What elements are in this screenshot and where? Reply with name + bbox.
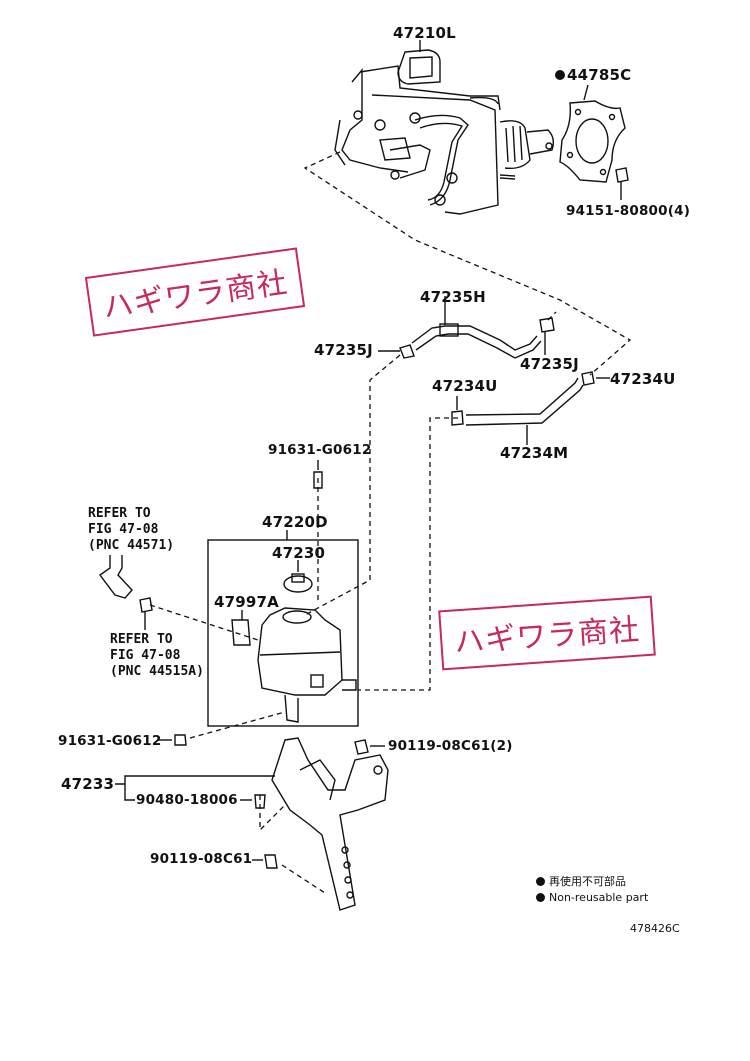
legend-text-jp: 再使用不可部品 bbox=[549, 875, 626, 888]
clamp-lower-left-drawing bbox=[451, 410, 464, 426]
label-47997a[interactable]: 47997A bbox=[214, 593, 279, 611]
legend-row-jp: 再使用不可部品 bbox=[536, 873, 648, 889]
stamp-text-lower: ハギワラ商社 bbox=[453, 612, 642, 661]
refer-note-lower: REFER TO FIG 47-08 (PNC 44515A) bbox=[110, 632, 204, 679]
reservoir-tank-drawing bbox=[257, 607, 357, 723]
cap-drawing bbox=[283, 575, 313, 593]
label-90480-18006[interactable]: 90480-18006 bbox=[136, 792, 238, 808]
label-47235j-left[interactable]: 47235J bbox=[314, 341, 373, 359]
legend-row-en: Non-reusable part bbox=[536, 889, 648, 905]
bracket-drawing bbox=[271, 737, 389, 911]
label-47234u-right[interactable]: 47234U bbox=[610, 370, 676, 388]
label-47220d[interactable]: 47220D bbox=[262, 513, 328, 531]
clamp-lower-right-drawing bbox=[581, 371, 595, 386]
clamp-left-drawing bbox=[399, 344, 415, 359]
label-94151-80800[interactable]: 94151-80800(4) bbox=[566, 203, 691, 219]
label-90119-08c61[interactable]: 90119-08C61 bbox=[150, 851, 253, 867]
legend-text-en: Non-reusable part bbox=[549, 890, 649, 904]
upper-hose-drawing bbox=[411, 323, 542, 359]
label-47233[interactable]: 47233 bbox=[61, 775, 115, 793]
lower-hose-drawing bbox=[465, 377, 584, 426]
master-cylinder-drawing bbox=[334, 49, 555, 215]
label-47235j-right[interactable]: 47235J bbox=[520, 355, 579, 373]
label-47234u-left[interactable]: 47234U bbox=[432, 377, 498, 395]
non-reusable-dot-icon bbox=[536, 876, 545, 886]
reservoir-assy-box bbox=[207, 539, 359, 727]
label-44785c[interactable]: 44785C bbox=[567, 66, 632, 84]
refer-note-upper: REFER TO FIG 47-08 (PNC 44571) bbox=[88, 506, 175, 553]
label-47210l[interactable]: 47210L bbox=[393, 24, 456, 42]
label-47235h[interactable]: 47235H bbox=[420, 288, 486, 306]
label-91631-g0612-top[interactable]: 91631-G0612 bbox=[268, 442, 372, 458]
figure-code: 478426C bbox=[630, 922, 680, 935]
clamp-right-drawing bbox=[539, 317, 555, 333]
gasket-drawing bbox=[559, 100, 626, 183]
non-reusable-dot-icon bbox=[536, 892, 545, 902]
label-plate-drawing bbox=[231, 619, 251, 646]
refer-hose-drawing bbox=[99, 555, 133, 599]
label-90119-08c61-2[interactable]: 90119-08C61(2) bbox=[388, 738, 513, 754]
label-47230[interactable]: 47230 bbox=[272, 544, 326, 562]
label-91631-g0612-side[interactable]: 91631-G0612 bbox=[58, 733, 162, 749]
non-reusable-dot bbox=[555, 70, 565, 80]
legend: 再使用不可部品 Non-reusable part bbox=[536, 873, 648, 905]
label-47234m[interactable]: 47234M bbox=[500, 444, 569, 462]
